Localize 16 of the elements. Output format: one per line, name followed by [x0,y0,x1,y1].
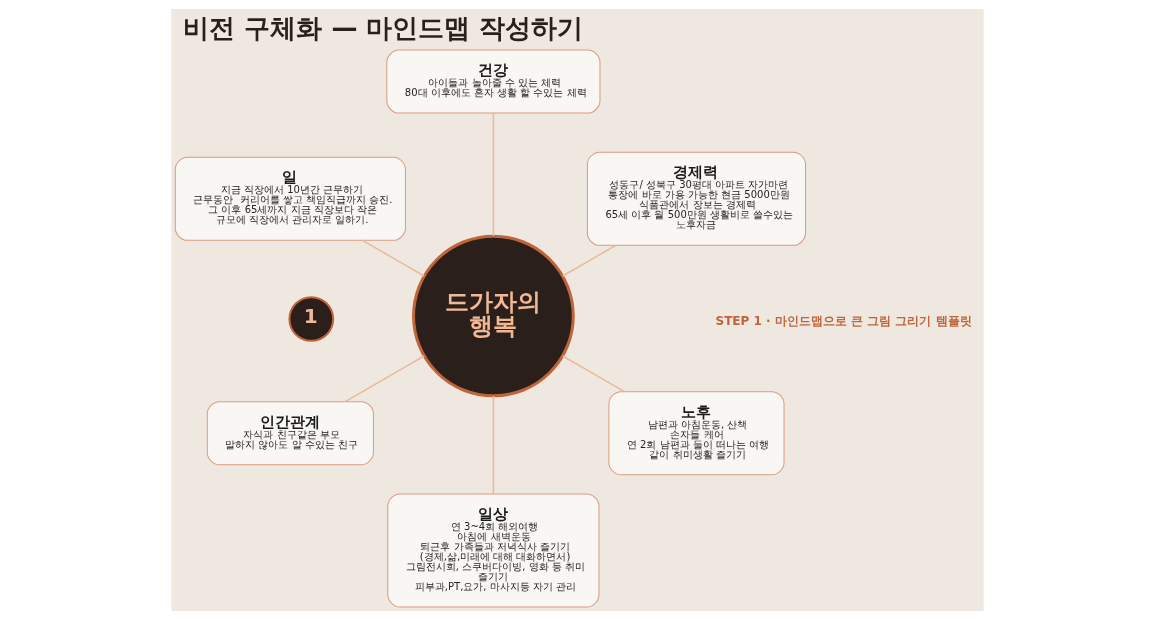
connector [492,111,495,237]
connector [561,244,617,277]
connector [561,354,626,392]
node-box: 일상 연 3~4회 해외여행 아침에 새벽운동 퇴근후 가족들과 저녁식사 즐기기 (경제,삶,미래에 대해 대화하면서) 그림전시회, 스쿠버다이빙, 영화 등 취미 즐기기 피부과,PT,요가, 마사지등 자기 관리 [387,492,600,607]
connector [344,354,425,402]
node-box: 인간관계 자식과 친구같은 부모 말하지 않아도 알 수있는 친구 [206,400,374,465]
label: STEP 1 · 마인드맵으로 큰 그림 그리기 템플릿 [715,313,972,328]
node-box: 건강 아이들과 놀아줄 수 있는 체력 80대 이후에도 혼자 생활 할 수있는 체력 [386,49,601,114]
node-box: 노후 남편과 아침운동, 산책 손자들 케어 연 2회 남편과 둘이 떠나는 여행 같이 취미생활 즐기기 [608,390,785,475]
connector [492,394,495,494]
node-circle: 1 [288,295,335,342]
node-box: 경제력 성동구/ 성북구 30평대 아파트 자가마련 통장에 바로 가용 가능한 현금 5000만원 식품관에서 장보는 경제력 65세 이후 월 500만원 생활비로 쓸수있는 노후자금 [586,151,807,246]
diagram-title: 비전 구체화 — 마인드맵 작성하기 [183,12,584,43]
node-box: 일 지금 직장에서 10년간 근무하기 근무동안 커리어를 쌓고 책임직급까지 승진. 그 이후 65세까지 지금 직장보다 작은 규모에 직장에서 관리자로 일하기. [174,156,406,241]
node-circle: 드가자의 행복 [412,234,575,397]
connector [361,239,425,277]
